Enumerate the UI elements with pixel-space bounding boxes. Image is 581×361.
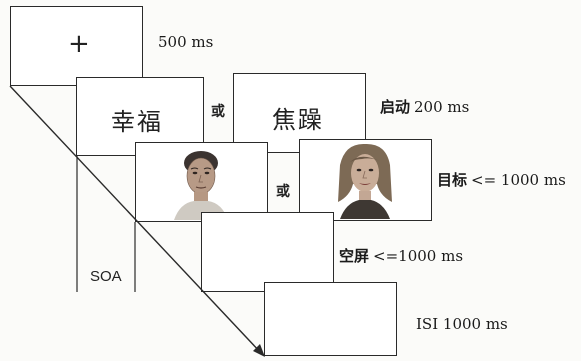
prime-word-b: 焦躁 <box>272 106 324 134</box>
target-label-cn: 目标 <box>437 171 468 189</box>
blank-frame <box>201 212 334 292</box>
blank-label-cn: 空屏 <box>339 247 370 265</box>
target-frame-female <box>299 139 432 221</box>
blank-label-time: <=1000 ms <box>373 247 464 265</box>
target-label-time: <= 1000 ms <box>471 171 566 189</box>
prime-label-time: 200 ms <box>414 98 470 116</box>
soa-label: SOA <box>90 268 122 285</box>
blank-duration-label: 空屏<=1000 ms <box>339 245 463 266</box>
fixation-duration-label: 500 ms <box>158 33 214 51</box>
time-arrow-line <box>9 85 263 355</box>
target-frame-male <box>135 142 268 222</box>
target-duration-label: 目标<= 1000 ms <box>437 169 566 190</box>
female-face-photo <box>338 143 392 219</box>
target-or-label: 或 <box>276 184 290 200</box>
isi-frame <box>264 282 397 356</box>
fixation-cross: + <box>68 29 90 59</box>
time-arrow-head <box>253 344 265 357</box>
fixation-frame: + <box>10 6 143 86</box>
prime-frame-a: 幸福 <box>76 77 204 156</box>
isi-duration-label: ISI 1000 ms <box>416 315 508 333</box>
prime-word-a: 幸福 <box>111 108 163 136</box>
prime-label-cn: 启动 <box>380 98 411 116</box>
prime-or-label: 或 <box>211 104 225 120</box>
